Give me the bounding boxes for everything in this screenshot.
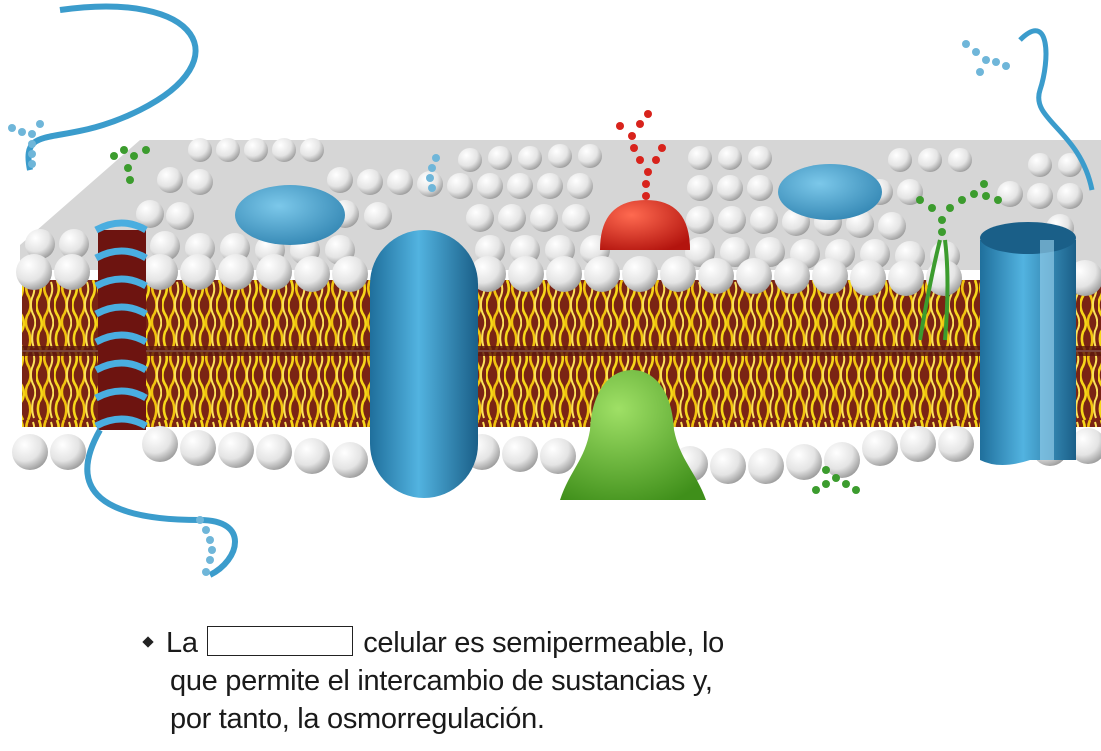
upper-front-heads bbox=[16, 254, 1101, 296]
caption-line-2: que permite el intercambio de sustancias… bbox=[170, 665, 713, 697]
lower-front-heads bbox=[12, 426, 1101, 484]
caption-line-1: La celular es semipermeable, lo bbox=[140, 624, 780, 662]
integral-protein-green bbox=[560, 370, 706, 500]
lipid-tail-region bbox=[22, 280, 1101, 427]
peripheral-protein-blue-left bbox=[235, 185, 345, 245]
channel-protein-blue bbox=[980, 28, 1095, 465]
caption-line-3: por tanto, la osmorregulación. bbox=[170, 703, 545, 735]
green-glycolipid bbox=[110, 146, 1002, 494]
integral-protein-blue bbox=[370, 230, 478, 498]
bullet-icon bbox=[142, 636, 154, 648]
helical-transmembrane-protein bbox=[25, 3, 238, 578]
caption-text: La celular es semipermeable, lo que perm… bbox=[140, 624, 780, 738]
red-glycoprotein bbox=[600, 110, 690, 250]
cell-membrane-illustration bbox=[8, 3, 1101, 578]
glycoprotein-chains-blue bbox=[8, 40, 1010, 576]
answer-blank-box[interactable] bbox=[207, 626, 354, 656]
peripheral-protein-blue-right bbox=[778, 164, 882, 220]
caption-line1-rest: celular es semipermeable, lo bbox=[363, 627, 724, 659]
caption-prefix: La bbox=[166, 627, 198, 659]
